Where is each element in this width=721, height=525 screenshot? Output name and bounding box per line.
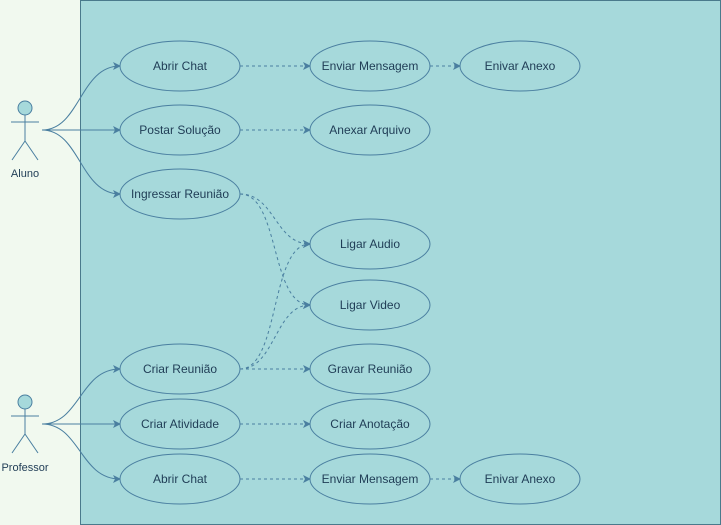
use-case-abrir-chat-label: Abrir Chat bbox=[153, 59, 208, 73]
actor-aluno-label: Aluno bbox=[11, 168, 39, 180]
use-case-abrir-chat-professor-label: Abrir Chat bbox=[153, 472, 208, 486]
use-case-enivar-anexo-label: Enivar Anexo bbox=[485, 59, 556, 73]
use-case-enviar-mensagem[interactable]: Enviar Mensagem bbox=[309, 40, 431, 92]
use-case-enviar-mensagem-label: Enviar Mensagem bbox=[322, 59, 419, 73]
association-professor-criar-reuniao bbox=[41, 365, 121, 425]
actor-professor-head bbox=[17, 394, 33, 410]
use-case-ingressar-reuniao[interactable]: Ingressar Reunião bbox=[119, 168, 241, 220]
use-case-enivar-anexo-professor-label: Enivar Anexo bbox=[485, 472, 556, 486]
dependency-ingressar-reuniao-ligar-audio bbox=[239, 193, 311, 248]
use-case-criar-atividade[interactable]: Criar Atividade bbox=[119, 398, 241, 450]
use-case-enivar-anexo-professor[interactable]: Enivar Anexo bbox=[459, 453, 581, 505]
use-case-criar-reuniao[interactable]: Criar Reunião bbox=[119, 343, 241, 395]
dependency-ingressar-reuniao-ligar-video bbox=[239, 193, 311, 309]
association-aluno-abrir-chat bbox=[41, 62, 121, 131]
use-case-abrir-chat[interactable]: Abrir Chat bbox=[119, 40, 241, 92]
actor-aluno-head bbox=[17, 100, 33, 116]
use-case-ligar-audio[interactable]: Ligar Audio bbox=[309, 218, 431, 270]
dependency-criar-reuniao-ligar-video bbox=[239, 301, 311, 370]
use-case-criar-atividade-label: Criar Atividade bbox=[141, 417, 219, 431]
use-case-gravar-reuniao[interactable]: Gravar Reunião bbox=[309, 343, 431, 395]
use-case-criar-anotacao[interactable]: Criar Anotação bbox=[309, 398, 431, 450]
use-case-ligar-video[interactable]: Ligar Video bbox=[309, 279, 431, 331]
use-case-ligar-audio-label: Ligar Audio bbox=[340, 237, 400, 251]
use-case-enivar-anexo[interactable]: Enivar Anexo bbox=[459, 40, 581, 92]
dependency-criar-reuniao-ligar-audio bbox=[239, 240, 311, 370]
use-case-ligar-video-label: Ligar Video bbox=[340, 298, 401, 312]
association-aluno-ingressar-reuniao bbox=[41, 129, 121, 198]
actor-professor[interactable]: Professor bbox=[1, 394, 49, 474]
use-case-criar-reuniao-label: Criar Reunião bbox=[143, 362, 217, 376]
use-case-gravar-reuniao-label: Gravar Reunião bbox=[328, 362, 413, 376]
use-case-anexar-arquivo-label: Anexar Arquivo bbox=[329, 123, 411, 137]
association-professor-abrir-chat bbox=[41, 423, 121, 483]
use-case-postar-solucao-label: Postar Solução bbox=[139, 123, 221, 137]
use-case-enviar-mensagem-professor[interactable]: Enviar Mensagem bbox=[309, 453, 431, 505]
use-case-ingressar-reuniao-label: Ingressar Reunião bbox=[131, 187, 229, 201]
use-case-enviar-mensagem-professor-label: Enviar Mensagem bbox=[322, 472, 419, 486]
use-case-anexar-arquivo[interactable]: Anexar Arquivo bbox=[309, 104, 431, 156]
actor-aluno[interactable]: Aluno bbox=[11, 100, 39, 180]
use-case-postar-solucao[interactable]: Postar Solução bbox=[119, 104, 241, 156]
use-case-criar-anotacao-label: Criar Anotação bbox=[330, 417, 410, 431]
actor-professor-label: Professor bbox=[1, 462, 48, 474]
use-case-abrir-chat-professor[interactable]: Abrir Chat bbox=[119, 453, 241, 505]
